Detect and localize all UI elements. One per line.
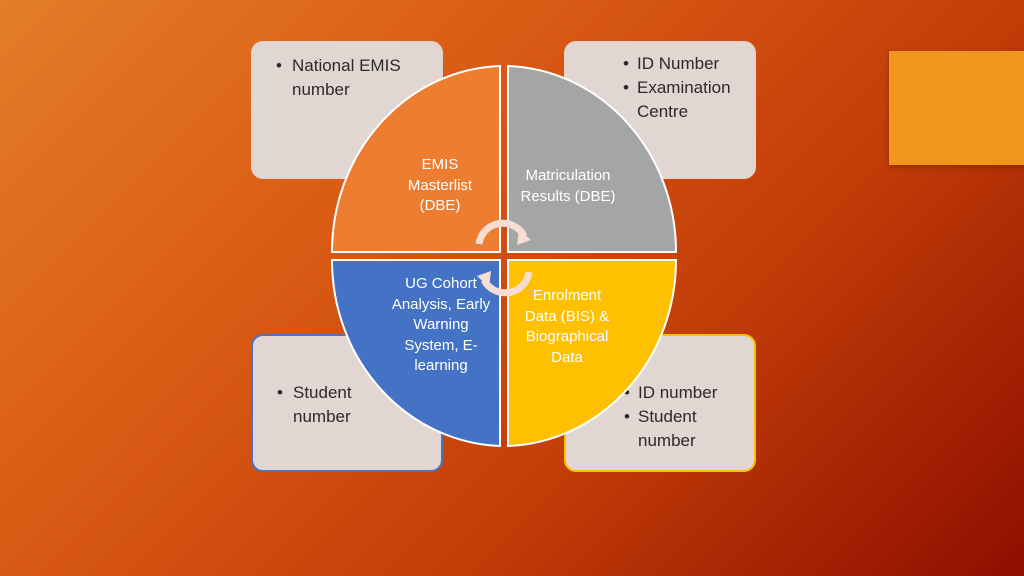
note-item: Student number: [624, 405, 718, 453]
accent-square: [889, 51, 1024, 165]
segment-label-emis: EMIS Masterlist (DBE): [407, 156, 473, 214]
segment-label-ug-cohort: UG Cohort Analysis, Early Warning System…: [391, 275, 491, 374]
note-item: ID Number: [623, 52, 747, 76]
segment-label-enrolment: Enrolment Data (BIS) & Biographical Data: [524, 287, 610, 366]
segment-label-matriculation: Matriculation Results (DBE): [520, 167, 616, 205]
note-item: Student number: [277, 381, 373, 429]
segment-emis-masterlist: [330, 64, 501, 253]
circular-arrows-icon: [475, 219, 533, 297]
segment-enrolment-data: [507, 259, 678, 448]
segment-ug-cohort-analysis: [330, 259, 501, 448]
segment-matriculation-results: [507, 64, 678, 253]
note-item: ID number: [624, 381, 718, 405]
note-item: Examination Centre: [623, 76, 747, 124]
note-item: National EMIS number: [276, 54, 402, 102]
